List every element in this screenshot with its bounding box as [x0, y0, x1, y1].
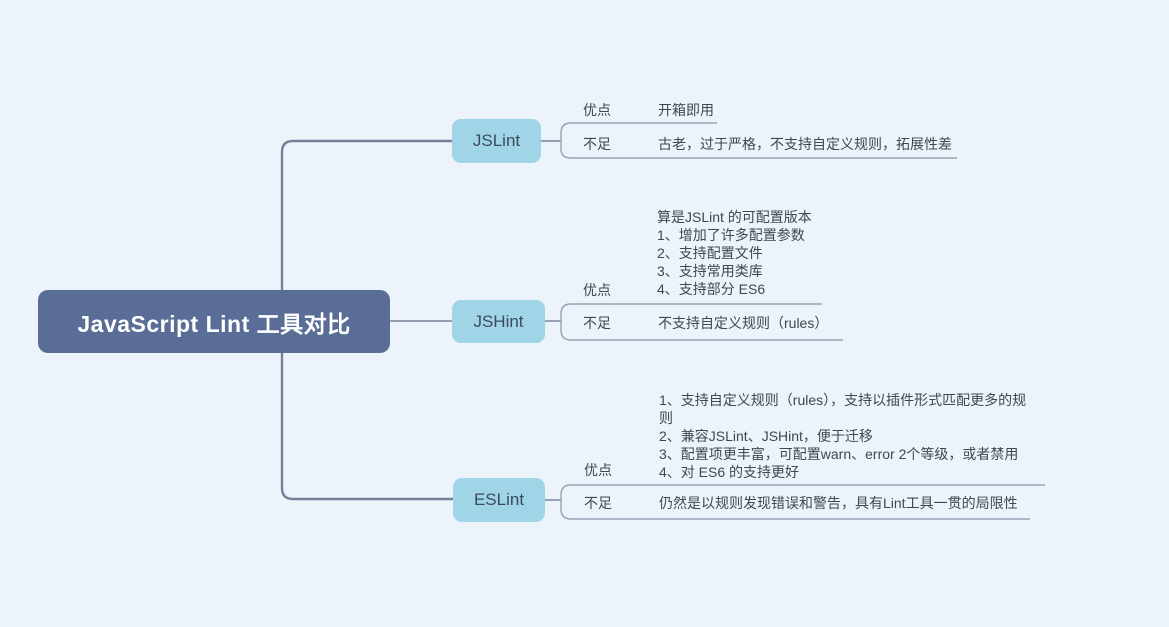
eslint-pros-line: 则	[659, 410, 673, 426]
underline-bracket-jshint	[560, 303, 843, 341]
eslint-pros-line: 3、配置项更丰富，可配置warn、error 2个等级，或者禁用	[659, 446, 1019, 462]
eslint-pros-text[interactable]: 1、支持自定义规则（rules），支持以插件形式匹配更多的规 则 2、兼容JSL…	[659, 391, 1026, 481]
root-topic[interactable]: JavaScript Lint 工具对比	[38, 290, 390, 353]
underline-bracket-eslint	[560, 484, 1045, 520]
topic-eslint[interactable]: ESLint	[453, 478, 545, 522]
jshint-pros-line: 算是JSLint 的可配置版本	[657, 209, 812, 225]
jshint-pros-label[interactable]: 优点	[583, 282, 611, 298]
jslint-pros-text[interactable]: 开箱即用	[658, 102, 714, 118]
jshint-pros-text[interactable]: 算是JSLint 的可配置版本 1、增加了许多配置参数 2、支持配置文件 3、支…	[657, 208, 812, 298]
jslint-cons-text[interactable]: 古老，过于严格，不支持自定义规则，拓展性差	[658, 136, 952, 152]
underline-bracket-jslint	[560, 122, 957, 159]
eslint-pros-label[interactable]: 优点	[584, 462, 612, 478]
eslint-pros-line: 2、兼容JSLint、JSHint，便于迁移	[659, 428, 873, 444]
jslint-pros-label[interactable]: 优点	[583, 102, 611, 118]
jshint-pros-line: 2、支持配置文件	[657, 245, 763, 261]
jshint-pros-line: 4、支持部分 ES6	[657, 281, 766, 297]
jshint-cons-text[interactable]: 不支持自定义规则（rules）	[658, 315, 829, 331]
topic-jshint[interactable]: JSHint	[452, 300, 545, 343]
eslint-cons-text[interactable]: 仍然是以规则发现错误和警告，具有Lint工具一贯的局限性	[659, 495, 1018, 511]
eslint-pros-line: 1、支持自定义规则（rules），支持以插件形式匹配更多的规	[659, 392, 1027, 408]
jshint-cons-label[interactable]: 不足	[583, 315, 611, 331]
topic-jslint[interactable]: JSLint	[452, 119, 541, 163]
jshint-pros-line: 1、增加了许多配置参数	[657, 227, 805, 243]
eslint-pros-line: 4、对 ES6 的支持更好	[659, 464, 800, 480]
eslint-cons-label[interactable]: 不足	[584, 495, 612, 511]
jshint-pros-line: 3、支持常用类库	[657, 263, 763, 279]
jslint-cons-label[interactable]: 不足	[583, 136, 611, 152]
